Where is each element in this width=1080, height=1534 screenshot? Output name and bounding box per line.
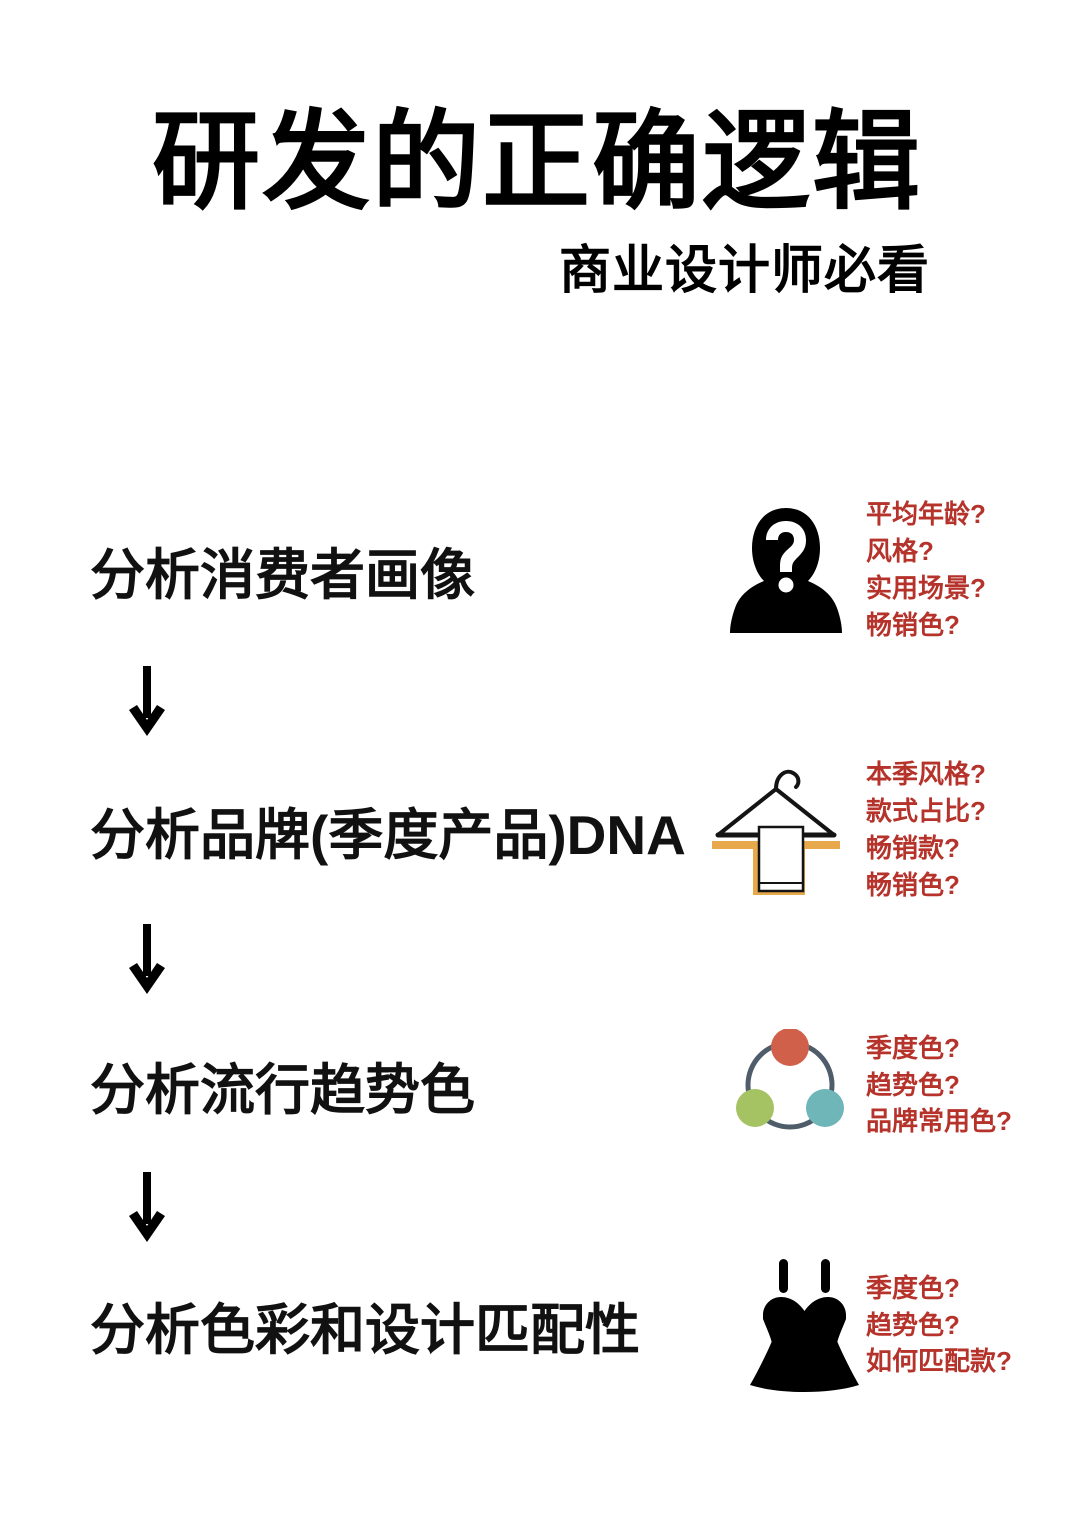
flow-arrow-down-1 <box>112 662 182 742</box>
flow-step-2-notes: 本季风格? 款式占比? 畅销款? 畅销色? <box>866 755 986 905</box>
color-wheel-icon <box>722 1010 858 1160</box>
flow-step-4-label: 分析色彩和设计匹配性 <box>90 1299 641 1361</box>
note-item: 趋势色? <box>866 1069 960 1100</box>
flow-step-4-notes: 季度色? 趋势色? 如何匹配款? <box>866 1250 1012 1400</box>
flow-step-3: 分析流行趋势色 季度色? 趋势色? 品牌常用色? <box>0 1010 1080 1160</box>
flow-arrow-down-2 <box>112 920 182 1000</box>
note-item: 如何匹配款? <box>866 1346 1012 1377</box>
clothes-hanger-icon <box>706 755 846 905</box>
page-subtitle: 商业设计师必看 <box>558 242 930 300</box>
note-item: 本季风格? <box>866 759 986 790</box>
flow-step-1-label: 分析消费者画像 <box>90 544 476 606</box>
note-item: 趋势色? <box>866 1309 960 1340</box>
flow-step-1: 分析消费者画像 平均年龄? 风格? 实用场景? 畅销色? <box>0 495 1080 645</box>
note-item: 季度色? <box>866 1032 960 1063</box>
flow-step-3-notes: 季度色? 趋势色? 品牌常用色? <box>866 1010 1012 1160</box>
note-item: 畅销色? <box>866 609 960 640</box>
note-item: 风格? <box>866 536 934 567</box>
note-item: 品牌常用色? <box>866 1106 1012 1137</box>
flow-step-2: 分析品牌(季度产品)DNA 本季风格? 款式占比? 畅销款? 畅销色? <box>0 755 1080 905</box>
dress-icon <box>740 1250 870 1400</box>
note-item: 季度色? <box>866 1272 960 1303</box>
note-item: 畅销色? <box>866 869 960 900</box>
note-item: 款式占比? <box>866 796 986 827</box>
note-item: 畅销款? <box>866 833 960 863</box>
page-title: 研发的正确逻辑 <box>152 101 923 222</box>
note-item: 平均年龄? <box>866 499 986 530</box>
note-item: 实用场景? <box>866 573 986 603</box>
flow-step-1-notes: 平均年龄? 风格? 实用场景? 畅销色? <box>866 495 986 645</box>
flow-arrow-down-3 <box>112 1168 182 1248</box>
flow-step-2-label: 分析品牌(季度产品)DNA <box>90 804 686 866</box>
person-question-icon <box>718 495 854 645</box>
flow-step-3-label: 分析流行趋势色 <box>90 1059 476 1121</box>
flow-step-4: 分析色彩和设计匹配性 季度色? 趋势色? 如何匹配款? <box>0 1250 1080 1400</box>
